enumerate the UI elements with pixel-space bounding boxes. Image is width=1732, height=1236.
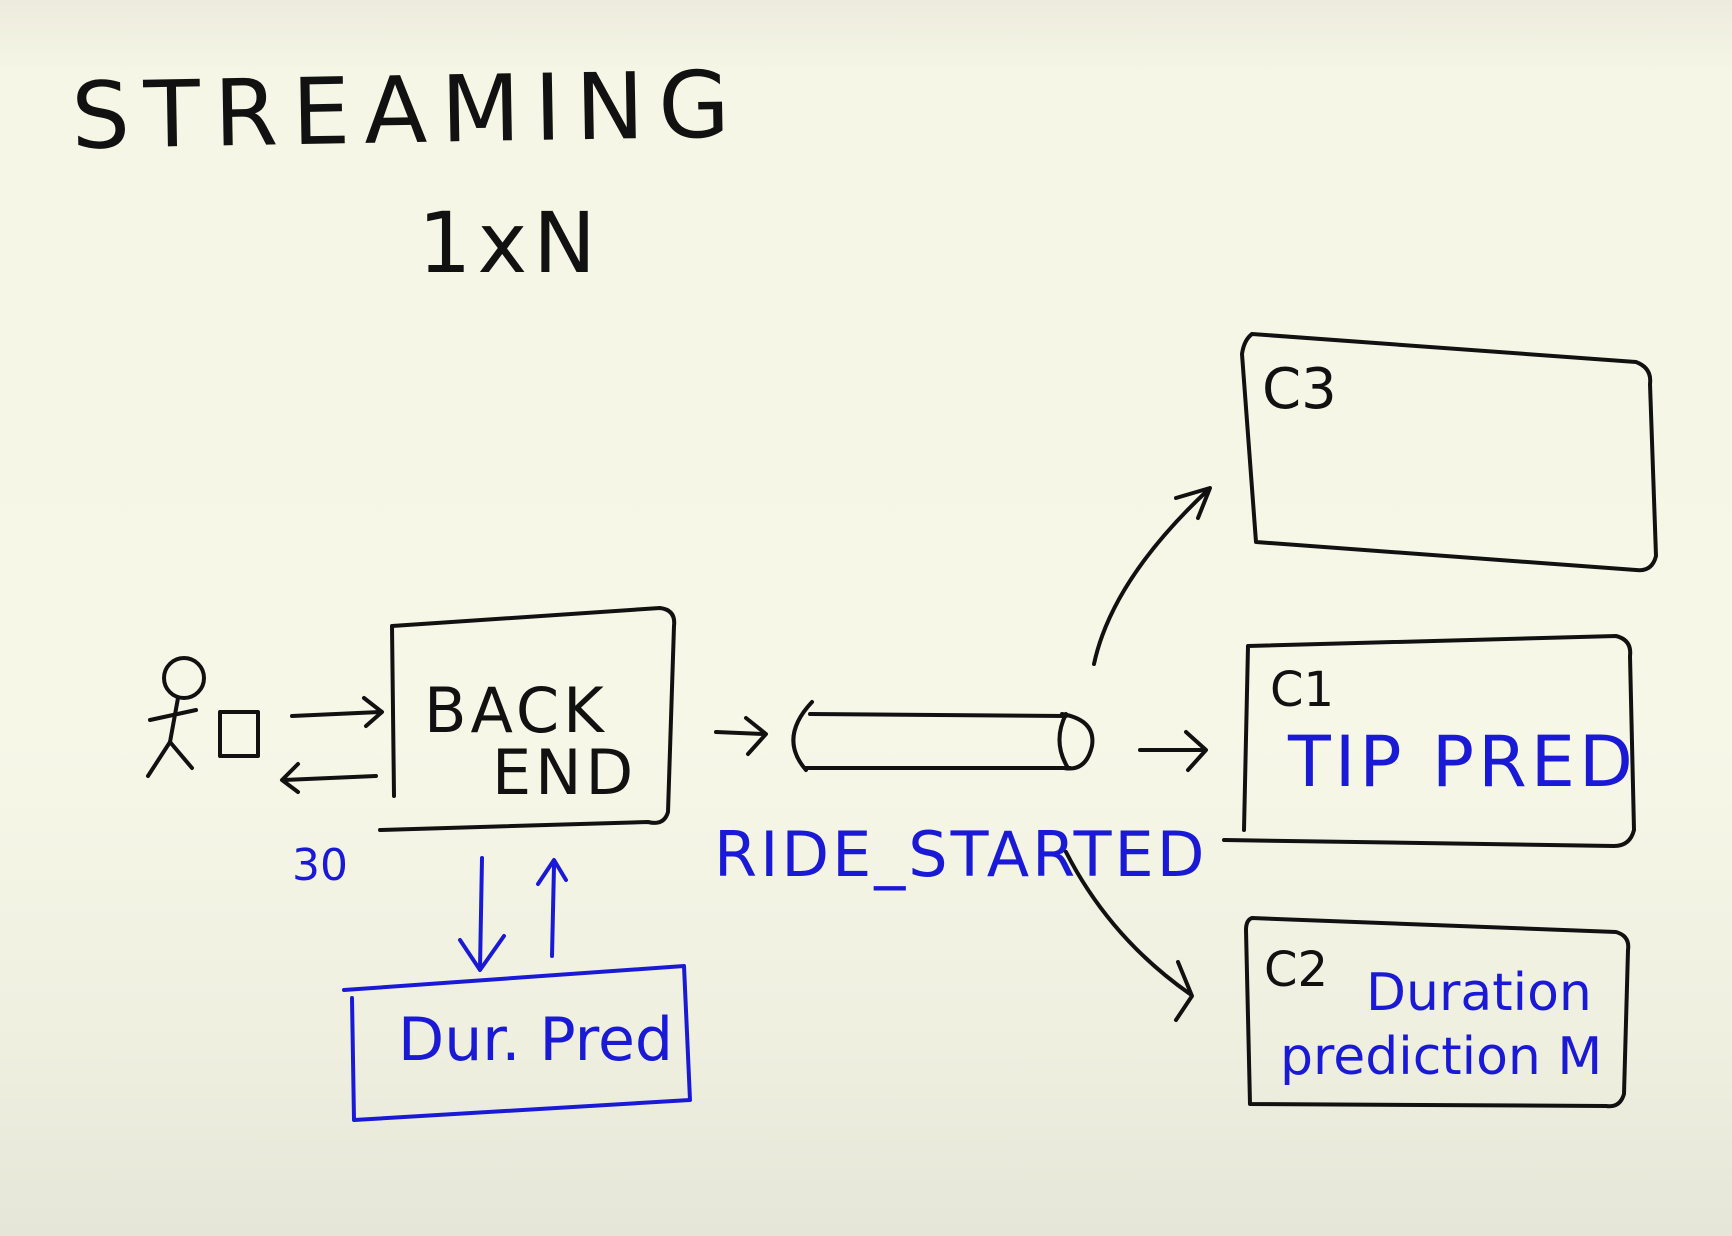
duration-prediction-label: Dur. Pred <box>398 1005 673 1075</box>
ride-started-stream-icon <box>791 700 1095 772</box>
diagram-title: STREAMING <box>71 51 745 170</box>
consumer-c2-description-line1: Duration <box>1366 963 1592 1023</box>
consumer-c3-id: C3 <box>1262 357 1337 422</box>
consumer-c1-description: TIP PRED <box>1287 721 1637 803</box>
consumer-c2-box <box>1244 916 1631 1109</box>
consumer-c2-description-line2: prediction M <box>1280 1027 1602 1087</box>
latency-label: 30 <box>292 840 348 891</box>
duration-prediction-box <box>342 964 692 1122</box>
stream-name-label: RIDE_STARTED <box>714 818 1207 891</box>
durpred-to-backend-arrow-icon <box>536 858 568 958</box>
response-arrow-icon <box>280 762 378 794</box>
backend-box <box>378 606 677 832</box>
stream-to-c3-arrow-icon <box>1092 486 1212 666</box>
stream-to-c2-arrow-icon <box>1064 850 1194 1022</box>
consumer-c1-id: C1 <box>1270 662 1334 718</box>
stream-to-c1-arrow-icon <box>1138 730 1208 772</box>
consumer-c1-box <box>1222 634 1636 848</box>
user-stick-figure-icon <box>146 656 206 778</box>
backend-label-line1: BACK <box>424 674 608 747</box>
backend-to-durpred-arrow-icon <box>458 856 506 972</box>
phone-device-icon <box>218 710 260 758</box>
consumer-c2-id: C2 <box>1264 942 1328 998</box>
consumer-c3-box <box>1240 332 1658 573</box>
backend-label-line2: END <box>492 736 637 809</box>
request-arrow-icon <box>290 696 384 728</box>
backend-to-stream-arrow-icon <box>714 716 768 756</box>
diagram-subtitle: 1xN <box>418 194 602 292</box>
